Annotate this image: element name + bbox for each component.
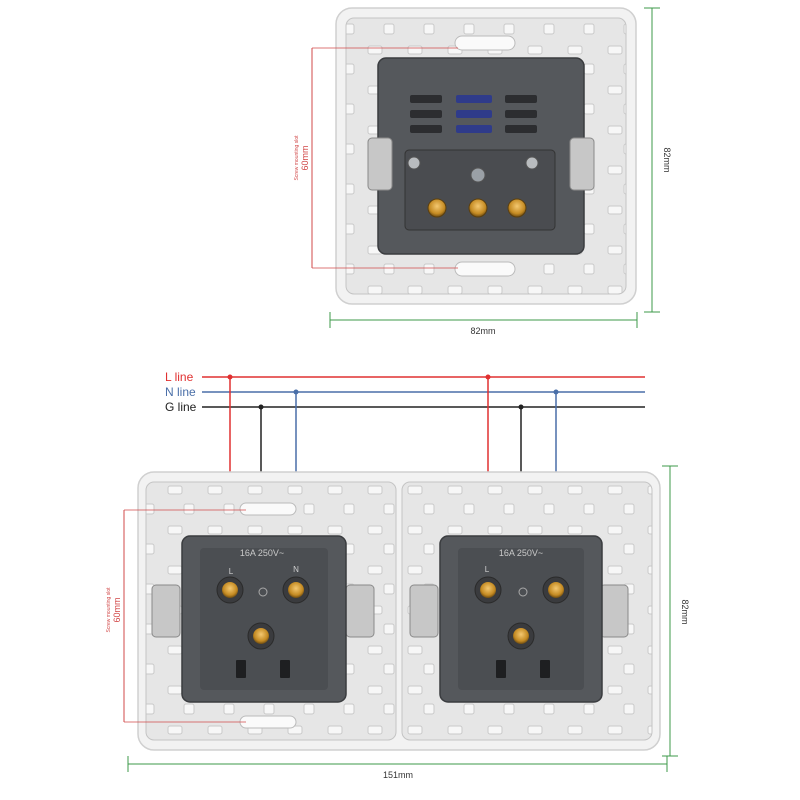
socket-left-rating: 16A 250V~ — [240, 548, 284, 558]
top-dimension-width: 82mm — [329, 312, 638, 336]
socket-left-terminal-n-label: N — [293, 565, 299, 574]
bottom-dimension-slot: 60mm Screw mounting slot — [106, 509, 246, 723]
bottom-dimension-height: 82mm — [662, 465, 690, 757]
bottom-width-label: 151mm — [383, 770, 413, 780]
bottom-screw-slot-upper — [239, 502, 297, 516]
socket-left-slot-left — [236, 660, 246, 678]
socket-right-clamp-right — [599, 584, 629, 638]
top-clamp-right — [569, 137, 595, 191]
top-terminal-screw-g — [468, 198, 488, 218]
top-screw-slot-upper — [454, 35, 516, 51]
socket-left: 16A 250V~ L N — [151, 535, 375, 703]
socket-right-slot-left — [496, 660, 506, 678]
top-height-label: 82mm — [662, 147, 672, 172]
top-slot-label: 60mm — [300, 145, 310, 170]
top-socket-view — [335, 7, 637, 305]
top-clip-right-screw — [525, 156, 539, 170]
bottom-dimension-width: 151mm — [127, 756, 668, 780]
top-dimension-height: 82mm — [644, 7, 672, 313]
top-slot-caption: Screw mounting slot — [294, 135, 300, 181]
n-line-label: N line — [165, 385, 196, 399]
top-dimension-slot: 60mm Screw mounting slot — [294, 47, 458, 269]
top-clip-left-screw — [407, 156, 421, 170]
l-line-label: L line — [165, 370, 194, 384]
bottom-height-label: 82mm — [680, 599, 690, 624]
top-center-screw — [470, 167, 486, 183]
top-screw-slot-lower — [454, 261, 516, 277]
top-terminal-screw-l — [427, 198, 447, 218]
bottom-screw-slot-lower — [239, 715, 297, 729]
top-clamp-left — [367, 137, 393, 191]
socket-right-terminal-l-label: L — [485, 565, 490, 574]
socket-right-slot-right — [540, 660, 550, 678]
socket-left-slot-right — [280, 660, 290, 678]
bottom-socket-view: 16A 250V~ L N 16A 250V~ L — [137, 471, 661, 751]
top-vent-grille — [410, 95, 537, 133]
socket-right: 16A 250V~ L — [409, 535, 629, 703]
socket-right-rating: 16A 250V~ — [499, 548, 543, 558]
bottom-slot-label: 60mm — [112, 597, 122, 622]
socket-left-terminal-l-label: L — [229, 567, 234, 576]
top-terminal-screw-n — [507, 198, 527, 218]
socket-left-clamp-left — [151, 584, 181, 638]
socket-left-clamp-right — [345, 584, 375, 638]
socket-right-clamp-left — [409, 584, 439, 638]
g-line-label: G line — [165, 400, 197, 414]
top-width-label: 82mm — [470, 326, 495, 336]
bottom-slot-caption: Screw mounting slot — [106, 587, 112, 633]
